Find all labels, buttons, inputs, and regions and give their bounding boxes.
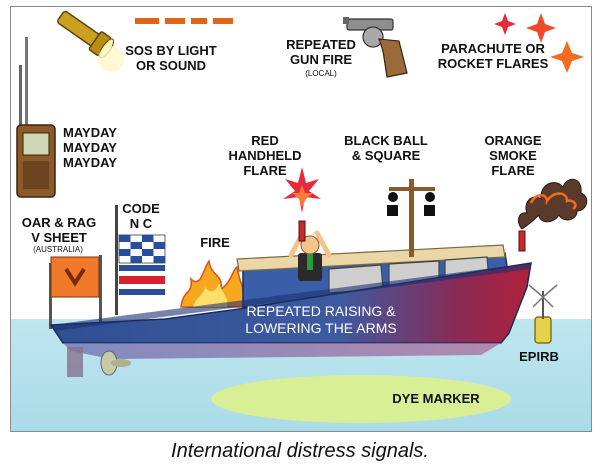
label-gun-fire-note: (LOCAL) — [305, 69, 337, 78]
label-sos: SOS BY LIGHT OR SOUND — [125, 43, 217, 73]
figure-caption: International distress signals. — [171, 440, 429, 462]
radio-icon — [16, 37, 56, 198]
distress-signals-illustration — [11, 10, 591, 431]
v-sheet-flag — [49, 255, 102, 329]
morse-dashes — [135, 18, 233, 24]
label-black-ball-square: BLACK BALL & SQUARE — [344, 133, 428, 163]
torch-icon — [57, 10, 124, 72]
red-handheld-flare — [283, 167, 321, 242]
code-flags-nc — [115, 205, 166, 315]
mast-black-ball-square — [387, 179, 435, 257]
boat-hull — [49, 262, 532, 359]
revolver-icon — [343, 17, 408, 78]
fire-icon — [180, 259, 245, 308]
label-oar-rag-note: (AUSTRALIA) — [33, 245, 83, 254]
label-parachute-flares: PARACHUTE OR ROCKET FLARES — [437, 41, 549, 71]
diagram-frame: SOS BY LIGHT OR SOUND REPEATED GUN FIRE … — [10, 6, 592, 432]
orange-smoke-flare — [517, 178, 588, 252]
label-dye-marker: DYE MARKER — [392, 391, 480, 406]
flag-c — [119, 265, 165, 295]
label-repeated-raising-arms: REPEATED RAISING & LOWERING THE ARMS — [245, 303, 397, 336]
dye-marker-patch — [211, 375, 511, 423]
label-gun-fire: REPEATED GUN FIRE — [286, 37, 356, 67]
label-orange-smoke-flare: ORANGE SMOKE FLARE — [484, 133, 542, 178]
label-oar-rag: OAR & RAG V SHEET — [21, 215, 97, 245]
flag-n — [118, 234, 166, 264]
propeller-icon — [67, 347, 131, 377]
rocket-flare-stars — [494, 13, 584, 73]
label-red-handheld-flare: RED HANDHELD FLARE — [228, 133, 302, 178]
label-mayday: MAYDAY MAYDAY MAYDAY — [63, 125, 117, 170]
label-epirb: EPIRB — [519, 349, 559, 364]
label-code-nc: CODE N C — [122, 201, 160, 231]
epirb-icon — [528, 284, 558, 344]
label-fire: FIRE — [200, 235, 230, 250]
